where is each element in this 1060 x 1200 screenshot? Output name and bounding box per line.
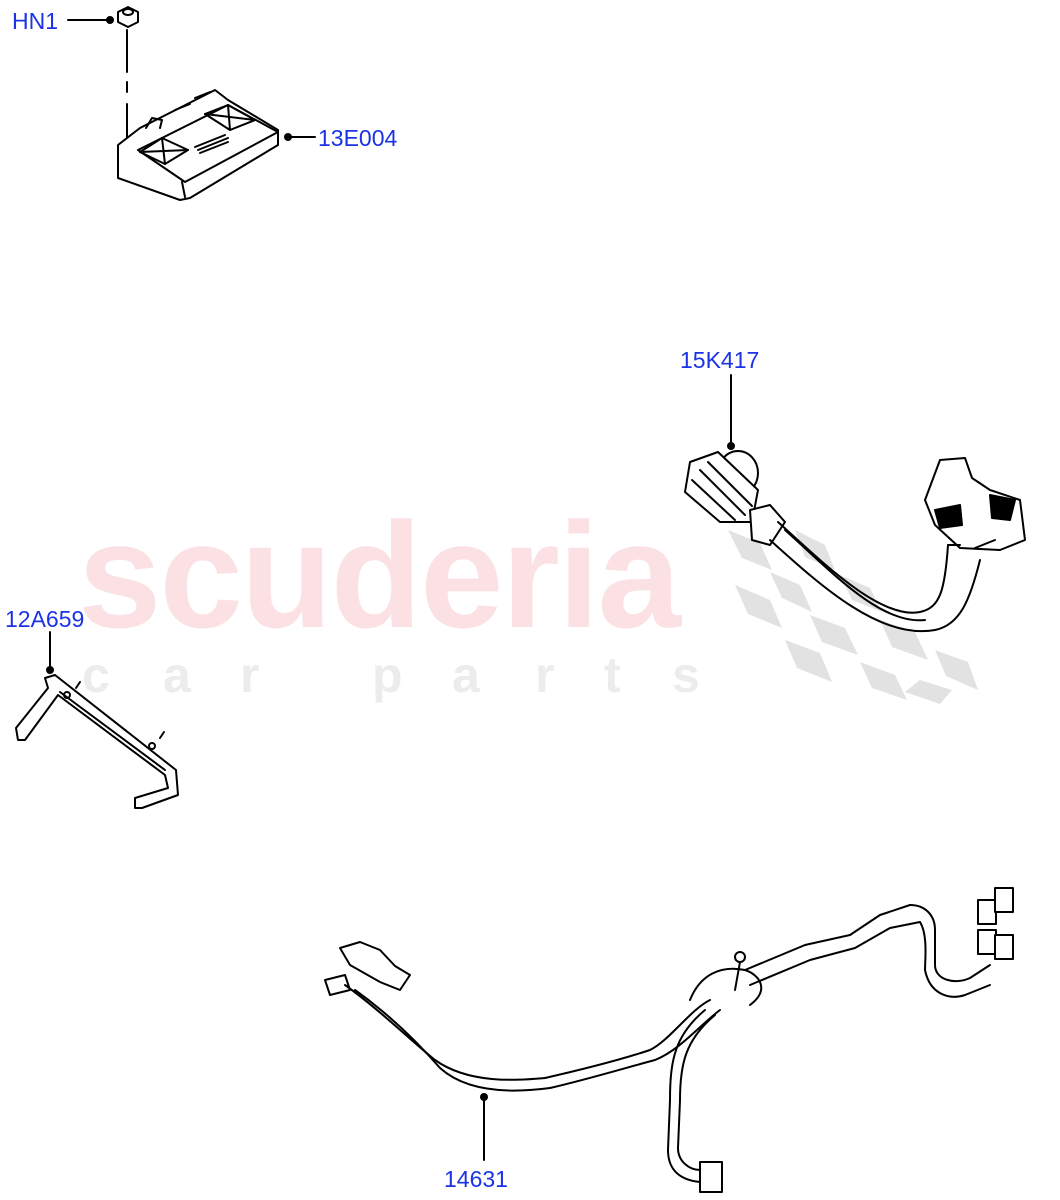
callout-14631[interactable]: 14631 <box>444 1166 508 1192</box>
watermark-letter: p <box>372 647 403 703</box>
watermark-letter: s <box>672 647 700 703</box>
wiring-harness-14631 <box>324 887 1014 1193</box>
watermark-letter: t <box>604 647 621 703</box>
nut-hn1 <box>117 6 139 28</box>
callout-hn1[interactable]: HN1 <box>12 8 59 34</box>
watermark-letter: c <box>82 647 110 703</box>
callout-13e004[interactable]: 13E004 <box>318 125 398 151</box>
callout-15k417[interactable]: 15K417 <box>680 347 760 373</box>
watermark-letter: a <box>163 647 191 703</box>
watermark-letter: r <box>240 647 260 703</box>
watermark-letter: a <box>452 647 480 703</box>
trailer-socket-harness-15k417 <box>684 374 1026 633</box>
bracket-12a659 <box>15 631 179 809</box>
watermark-letter: r <box>535 647 555 703</box>
control-module-13e004 <box>117 89 279 201</box>
checkered-flag-watermark <box>728 530 978 704</box>
watermark-brand: scuderia <box>78 491 681 659</box>
callout-12a659[interactable]: 12A659 <box>5 606 85 632</box>
